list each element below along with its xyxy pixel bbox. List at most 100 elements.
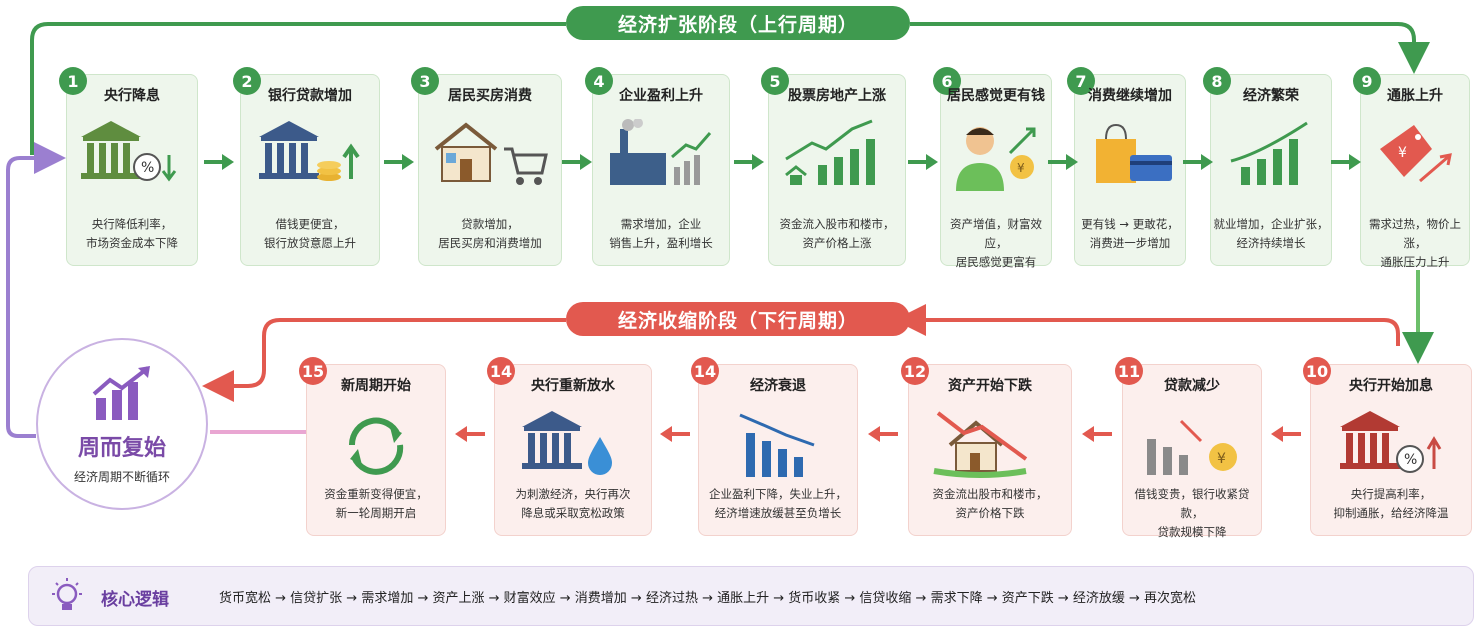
core-logic-bar: 核心逻辑 货币宽松 → 信贷扩张 → 需求增加 → 资产上涨 → 财富效应 → … bbox=[28, 566, 1474, 626]
shopping-bag-card-icon bbox=[1075, 119, 1185, 189]
svg-text:¥: ¥ bbox=[1217, 451, 1226, 467]
arrow-right-icon bbox=[1183, 154, 1213, 170]
core-logic-label: 核心逻辑 bbox=[101, 590, 169, 610]
step-description: 借钱更便宜， 银行放贷意愿上升 bbox=[264, 217, 356, 250]
step-description: 央行降低利率， 市场资金成本下降 bbox=[86, 217, 178, 250]
step-description: 就业增加，企业扩张， 经济持续增长 bbox=[1213, 217, 1329, 250]
arrow-left-icon bbox=[455, 426, 485, 442]
person-money-icon: ¥ bbox=[941, 119, 1051, 193]
bottom-loop-line bbox=[894, 304, 1400, 346]
svg-text:¥: ¥ bbox=[1017, 161, 1025, 175]
arrow-left-icon bbox=[1271, 426, 1301, 442]
step-number-badge: 14 bbox=[487, 357, 515, 385]
step-description: 更有钱 → 更敢花， 消费进一步增加 bbox=[1081, 217, 1179, 250]
growth-chart-icon bbox=[1211, 119, 1331, 189]
step-description: 资金流入股市和楼市， 资产价格上涨 bbox=[779, 217, 895, 250]
step-title: 消费继续增加 bbox=[1088, 88, 1172, 104]
svg-text:¥: ¥ bbox=[1398, 145, 1407, 161]
core-logic-flow: 货币宽松 → 信贷扩张 → 需求增加 → 资产上涨 → 财富效应 → 消费增加 … bbox=[219, 591, 1197, 606]
svg-text:%: % bbox=[141, 160, 154, 176]
bank-percent-up-icon: % bbox=[1311, 409, 1471, 479]
step-description: 为刺激经济，央行再次 降息或采取宽松政策 bbox=[515, 487, 631, 520]
step-title: 经济衰退 bbox=[750, 378, 806, 394]
growth-bars-icon bbox=[92, 366, 150, 420]
step-number-badge: 14 bbox=[691, 357, 719, 385]
step-number-badge: 10 bbox=[1303, 357, 1331, 385]
decline-chart-icon bbox=[699, 409, 857, 483]
bank-water-drop-icon bbox=[495, 409, 651, 479]
bank-percent-down-icon: % bbox=[67, 119, 197, 189]
arrow-right-icon bbox=[1048, 154, 1078, 170]
step-title: 央行降息 bbox=[104, 88, 160, 104]
factory-growth-icon bbox=[593, 119, 729, 189]
top-loop-line bbox=[30, 22, 566, 155]
step-number-badge: 1 bbox=[59, 67, 87, 95]
cycle-subtitle: 经济周期不断循环 bbox=[73, 470, 170, 484]
house-cart-icon bbox=[419, 119, 561, 189]
step-number-badge: 4 bbox=[585, 67, 613, 95]
arrow-right-icon bbox=[384, 154, 414, 170]
arrow-right-icon bbox=[1331, 154, 1361, 170]
arrow-left-icon bbox=[660, 426, 690, 442]
step-title: 居民买房消费 bbox=[448, 88, 532, 104]
step-title: 通胀上升 bbox=[1387, 88, 1443, 104]
down-card-12: 12 资产开始下跌资金流出股市和楼市， 资产价格下跌 bbox=[901, 357, 1072, 536]
up-card-4: 4 企业盈利上升需求增加，企业 销售上升，盈利增长 bbox=[585, 67, 730, 266]
step-number-badge: 5 bbox=[761, 67, 789, 95]
step-title: 资产开始下跌 bbox=[948, 378, 1032, 394]
step-number-badge: 3 bbox=[411, 67, 439, 95]
step-number-badge: 12 bbox=[901, 357, 929, 385]
step-description: 资金重新变得便宜， 新一轮周期开启 bbox=[324, 487, 428, 520]
house-chart-down-icon bbox=[909, 409, 1071, 483]
house-chart-up-icon bbox=[769, 119, 905, 189]
step-title: 股票房地产上涨 bbox=[788, 88, 886, 104]
svg-text:%: % bbox=[1404, 452, 1417, 468]
step-title: 央行重新放水 bbox=[531, 378, 615, 394]
bank-coins-up-icon bbox=[241, 119, 379, 189]
arrow-right-icon bbox=[204, 154, 234, 170]
step-title: 企业盈利上升 bbox=[619, 88, 703, 104]
step-title: 银行贷款增加 bbox=[268, 88, 352, 104]
step-number-badge: 6 bbox=[933, 67, 961, 95]
step-description: 借钱变贵，银行收紧贷款， 贷款规模下降 bbox=[1134, 487, 1250, 539]
down-card-11: 11 贷款减少 ¥ 借钱变贵，银行收紧贷款， 贷款规模下降 bbox=[1115, 357, 1262, 539]
step-number-badge: 2 bbox=[233, 67, 261, 95]
down-card-14: 14 经济衰退企业盈利下降，失业上升， 经济增速放缓甚至负增长 bbox=[691, 357, 858, 536]
step-number-badge: 9 bbox=[1353, 67, 1381, 95]
arrow-right-icon bbox=[734, 154, 764, 170]
bottom-loop-left bbox=[202, 318, 566, 402]
step-title: 央行开始加息 bbox=[1349, 378, 1433, 394]
phase-banner-expansion: 经济扩张阶段（上行周期） bbox=[566, 6, 910, 40]
lightbulb-icon bbox=[52, 578, 82, 610]
up-card-2: 2 银行贷款增加借钱更便宜， 银行放贷意愿上升 bbox=[233, 67, 380, 266]
phase-banner-contraction: 经济收缩阶段（下行周期） bbox=[566, 302, 910, 336]
cycle-title: 周而复始 bbox=[77, 436, 166, 461]
arrow-right-icon bbox=[908, 154, 938, 170]
step-description: 需求增加，企业 销售上升，盈利增长 bbox=[609, 217, 713, 250]
step-number-badge: 11 bbox=[1115, 357, 1143, 385]
step-description: 资金流出股市和楼市， 资产价格下跌 bbox=[932, 487, 1048, 520]
top-loop-right bbox=[910, 22, 1430, 74]
price-tag-up-icon: ¥ bbox=[1361, 119, 1469, 189]
step-description: 资产增值，财富效应， 居民感觉更富有 bbox=[950, 217, 1042, 269]
up-card-1: 1 央行降息% 央行降低利率， 市场资金成本下降 bbox=[59, 67, 198, 266]
restart-line bbox=[6, 142, 66, 438]
arrow-left-icon bbox=[868, 426, 898, 442]
arrow-right-icon bbox=[562, 154, 592, 170]
recycle-arrows-icon bbox=[307, 409, 445, 483]
step-description: 企业盈利下降，失业上升， 经济增速放缓甚至负增长 bbox=[709, 487, 847, 520]
step-title: 新周期开始 bbox=[341, 378, 411, 394]
cycle-circle: 周而复始 经济周期不断循环 bbox=[36, 338, 208, 510]
step-description: 贷款增加， 居民买房和消费增加 bbox=[438, 217, 542, 250]
step-title: 贷款减少 bbox=[1164, 378, 1220, 394]
step-description: 需求过热，物价上涨， 通胀压力上升 bbox=[1369, 217, 1461, 269]
step-number-badge: 7 bbox=[1067, 67, 1095, 95]
up-card-9: 9 通胀上升 ¥ 需求过热，物价上涨， 通胀压力上升 bbox=[1353, 67, 1470, 269]
